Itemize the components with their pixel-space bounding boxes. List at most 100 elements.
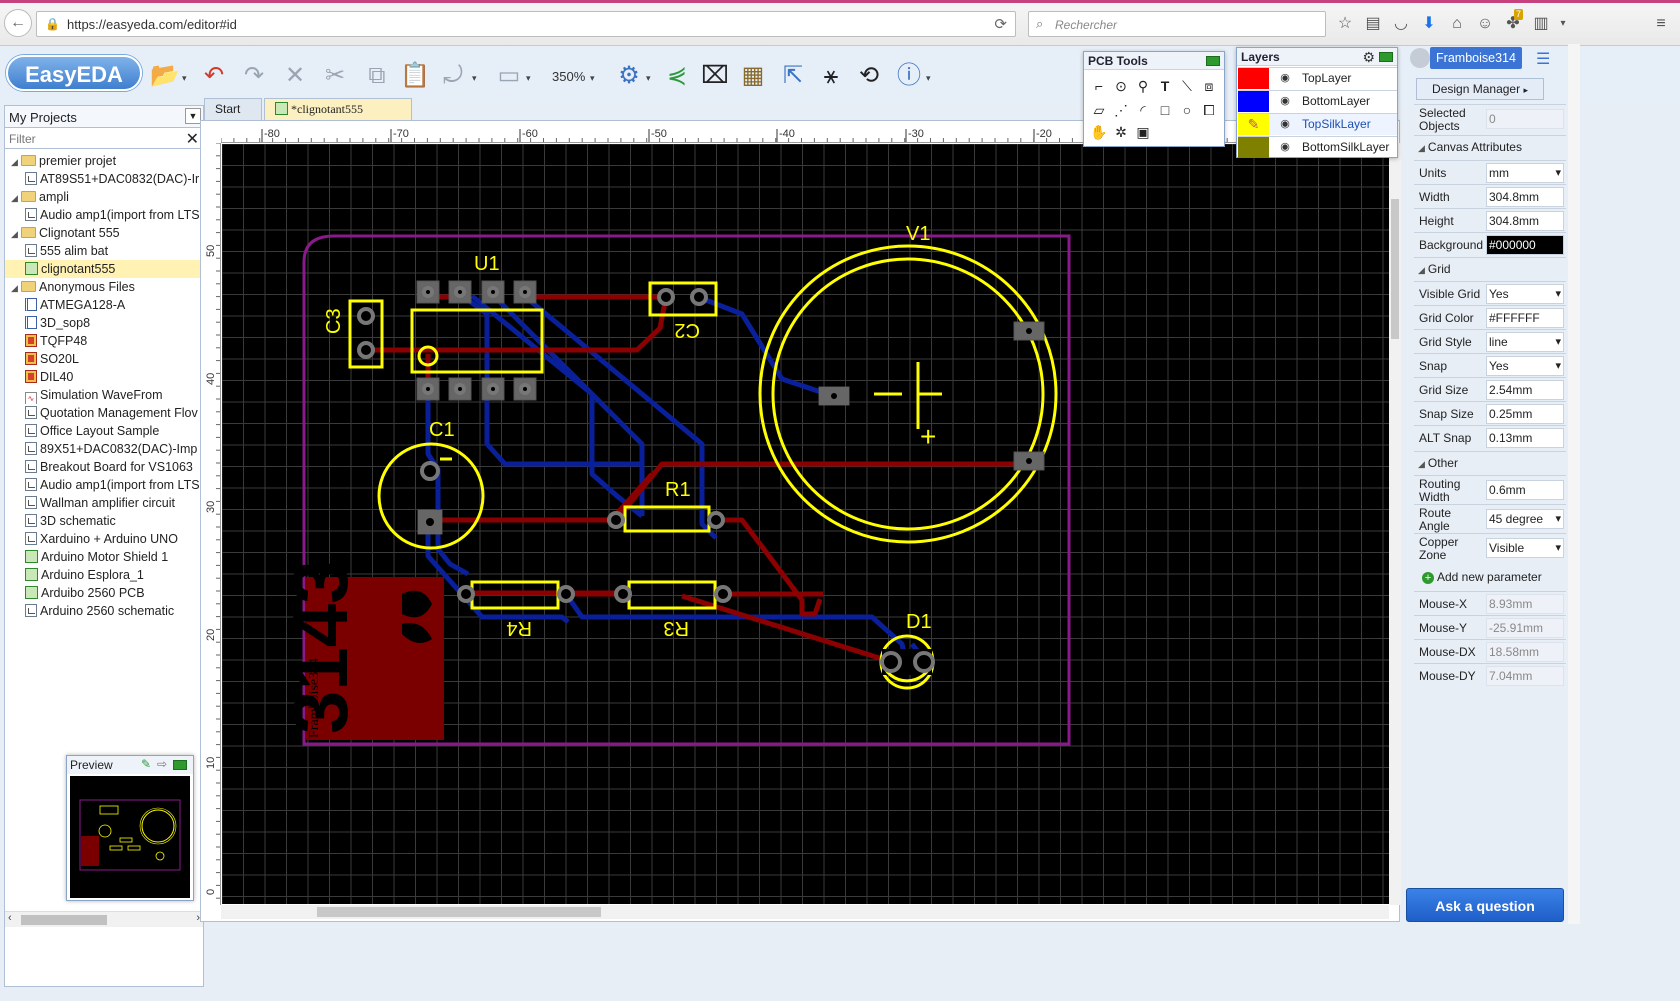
hamburger-menu-icon[interactable]: ≡	[1656, 15, 1666, 32]
user-name-button[interactable]: Framboise314	[1430, 47, 1522, 69]
pencil-icon[interactable]: ✎	[141, 757, 152, 771]
copy-icon[interactable]: ⧉	[368, 62, 386, 89]
clear-filter-icon[interactable]: ✕	[185, 131, 199, 148]
tree-item[interactable]: Arduino 2560 schematic	[5, 602, 203, 620]
download-icon[interactable]: ⬇	[1422, 15, 1436, 32]
layer-color-swatch[interactable]: ✎	[1238, 114, 1269, 135]
image-tool-icon[interactable]: ▣	[1136, 124, 1150, 140]
tree-item[interactable]: Audio amp1(import from LTS	[5, 206, 203, 224]
chevron-down-icon[interactable]: ▾	[1560, 18, 1566, 29]
line-tool-icon[interactable]: ⋰	[1114, 102, 1128, 118]
eye-icon[interactable]: ◉	[1280, 72, 1290, 84]
tree-item[interactable]: SO20L	[5, 350, 203, 368]
extension-icon[interactable]: ✤7	[1506, 9, 1524, 32]
cutout-tool-icon[interactable]: ⧠	[1203, 102, 1215, 118]
grid-size-input[interactable]: 2.54mm	[1486, 380, 1564, 400]
board-outline[interactable]	[302, 234, 1071, 746]
pcb-tools-header[interactable]: PCB Tools	[1084, 52, 1224, 70]
chevron-down-icon[interactable]: ▾	[590, 73, 595, 83]
units-select[interactable]: mm	[1486, 163, 1564, 183]
eye-icon[interactable]: ◉	[1280, 95, 1290, 107]
rotate-icon[interactable]: ⤾	[443, 62, 463, 89]
tab-clignotant555[interactable]: *clignotant555	[264, 98, 412, 120]
menu-icon[interactable]: ☰	[1536, 51, 1551, 68]
tab-start[interactable]: Start	[204, 98, 262, 120]
scroll-thumb[interactable]	[1391, 199, 1399, 339]
layer-color-swatch[interactable]	[1238, 137, 1269, 158]
bookmark-star-icon[interactable]: ☆	[1337, 15, 1353, 32]
visible-grid-select[interactable]: Yes	[1486, 284, 1564, 304]
tree-item[interactable]: 555 alim bat	[5, 242, 203, 260]
expand-toggle-icon[interactable]: ◢	[11, 283, 18, 293]
avatar[interactable]	[1410, 48, 1430, 68]
chevron-down-icon[interactable]: ▾	[182, 73, 187, 83]
redo-icon[interactable]: ↷	[243, 62, 265, 89]
cut-icon[interactable]: ✂	[324, 62, 346, 89]
tree-item[interactable]: Audio amp1(import from LTS	[5, 476, 203, 494]
connect-tool-icon[interactable]: ⟍	[1182, 78, 1192, 94]
layer-color-swatch[interactable]	[1238, 91, 1269, 112]
alt-snap-input[interactable]: 0.13mm	[1486, 428, 1564, 448]
arc-tool-icon[interactable]: ◜	[1140, 102, 1146, 118]
route-angle-select[interactable]: 45 degree	[1486, 509, 1564, 529]
zoom-level[interactable]: 350%	[552, 69, 586, 84]
design-manager-button[interactable]: Design Manager ▸	[1416, 78, 1544, 100]
framboise-logo[interactable]: 3143 Framboise314	[276, 560, 444, 740]
chevron-down-icon[interactable]: ▾	[926, 73, 931, 83]
chevron-down-icon[interactable]: ▾	[472, 73, 477, 83]
projects-horizontal-scrollbar[interactable]: ‹ ›	[5, 911, 203, 927]
pcb-canvas[interactable]: 3143 Framboise314	[222, 144, 1389, 904]
expand-toggle-icon[interactable]: ◢	[11, 229, 18, 239]
grid-color-input[interactable]: #FFFFFF	[1486, 308, 1564, 328]
designator-c3[interactable]: C3	[323, 308, 345, 334]
tree-folder[interactable]: ◢Anonymous Files	[5, 278, 203, 296]
reload-icon[interactable]: ⟳	[994, 16, 1007, 33]
tree-item[interactable]: Wallman amplifier circuit	[5, 494, 203, 512]
add-new-parameter-link[interactable]: +Add new parameter	[1422, 570, 1542, 584]
tree-item[interactable]: DIL40	[5, 368, 203, 386]
tree-folder[interactable]: ◢ampli	[5, 188, 203, 206]
chevron-down-icon[interactable]: ▼	[185, 108, 201, 124]
dock-icon[interactable]: ⇨	[157, 757, 168, 771]
canvas-horizontal-scrollbar[interactable]	[221, 905, 1389, 919]
designator-r1[interactable]: R1	[665, 479, 691, 501]
scroll-thumb[interactable]	[317, 907, 601, 917]
camera-icon[interactable]: ⌧	[701, 62, 729, 89]
back-icon[interactable]: ←	[4, 9, 32, 37]
tree-item[interactable]: Xarduino + Arduino UNO	[5, 530, 203, 548]
info-icon[interactable]: ⓘ	[897, 62, 921, 89]
tree-item[interactable]: Arduibo 2560 PCB	[5, 584, 203, 602]
tree-folder[interactable]: ◢premier projet	[5, 152, 203, 170]
minimize-icon[interactable]	[173, 760, 187, 770]
scroll-left-icon[interactable]: ‹	[8, 912, 12, 924]
canvas-attributes-section[interactable]: ◢Canvas Attributes	[1414, 135, 1566, 157]
canvas-vertical-scrollbar[interactable]	[1389, 143, 1401, 905]
designator-c2[interactable]: C2	[674, 319, 700, 341]
gear-icon[interactable]: ⚙	[1362, 49, 1375, 65]
home-icon[interactable]: ⌂	[1452, 15, 1462, 32]
routing-width-input[interactable]: 0.6mm	[1486, 480, 1564, 500]
layers-header[interactable]: Layers ⚙	[1237, 48, 1397, 66]
layer-row[interactable]: ◉BottomLayer	[1238, 90, 1397, 112]
track-tool-icon[interactable]: ⌐	[1094, 78, 1104, 94]
ask-question-button[interactable]: Ask a question	[1406, 888, 1564, 922]
designator-d1[interactable]: D1	[906, 611, 932, 633]
filter-input[interactable]	[7, 130, 177, 147]
tree-item[interactable]: Office Layout Sample	[5, 422, 203, 440]
minimize-icon[interactable]	[1206, 56, 1220, 66]
other-section[interactable]: ◢Other	[1414, 451, 1566, 473]
minimize-icon[interactable]	[1379, 52, 1393, 62]
tree-item[interactable]: ATMEGA128-A	[5, 296, 203, 314]
expand-toggle-icon[interactable]: ◢	[11, 157, 18, 167]
tree-item[interactable]: ∿Simulation WaveFrom	[5, 386, 203, 404]
tree-item[interactable]: 3D schematic	[5, 512, 203, 530]
tree-item[interactable]: Arduino Esplora_1	[5, 566, 203, 584]
background-color-input[interactable]: #000000	[1486, 235, 1564, 255]
align-icon[interactable]: ▭	[497, 62, 521, 89]
chat-icon[interactable]: ☺	[1476, 15, 1494, 32]
designator-r4[interactable]: R4	[506, 617, 532, 639]
tree-item[interactable]: Quotation Management Flov	[5, 404, 203, 422]
via-tool-icon[interactable]: ⚲	[1137, 78, 1149, 94]
url-bar[interactable]: 🔒 https://easyeda.com/editor#id ⟳	[36, 11, 1016, 37]
hole-tool-icon[interactable]: ✲	[1115, 124, 1127, 140]
